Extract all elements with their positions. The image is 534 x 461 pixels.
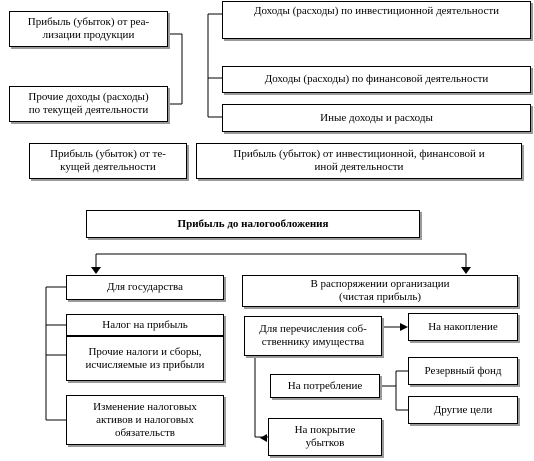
reserve-fund-box: Резервный фонд <box>408 357 518 385</box>
tax-assets-box: Изменение налоговых активов и налоговых … <box>66 395 224 445</box>
income-tax-box: Налог на прибыль <box>66 314 224 336</box>
losses-box: На покрытие убытков <box>268 418 382 456</box>
other-income-box: Иные доходы и расходы <box>222 104 531 132</box>
other-goals-box: Другие цели <box>408 396 518 424</box>
sales-profit-box: Прибыль (убыток) от реа- лизации продукц… <box>9 11 168 47</box>
other-taxes-box: Прочие налоги и сборы, исчисляемые из пр… <box>66 336 224 381</box>
accumulation-box: На накопление <box>408 313 518 341</box>
financial-box: Доходы (расходы) по финансовой деятельно… <box>222 66 531 93</box>
other-current-box: Прочие доходы (расходы) по текущей деяте… <box>9 86 168 122</box>
org-box: В распоряжении организации (чистая прибы… <box>242 275 518 307</box>
pretax-profit-box: Прибыль до налогообложения <box>86 210 420 238</box>
investment-box: Доходы (расходы) по инвестиционной деяте… <box>222 1 531 39</box>
state-box: Для государства <box>66 275 224 300</box>
owner-transfer-box: Для перечисления соб- ственнику имуществ… <box>244 316 382 356</box>
inv-fin-profit-box: Прибыль (убыток) от инвестиционной, фина… <box>196 143 522 179</box>
current-profit-box: Прибыль (убыток) от те- кущей деятельнос… <box>29 143 187 179</box>
consumption-box: На потребление <box>270 374 380 398</box>
